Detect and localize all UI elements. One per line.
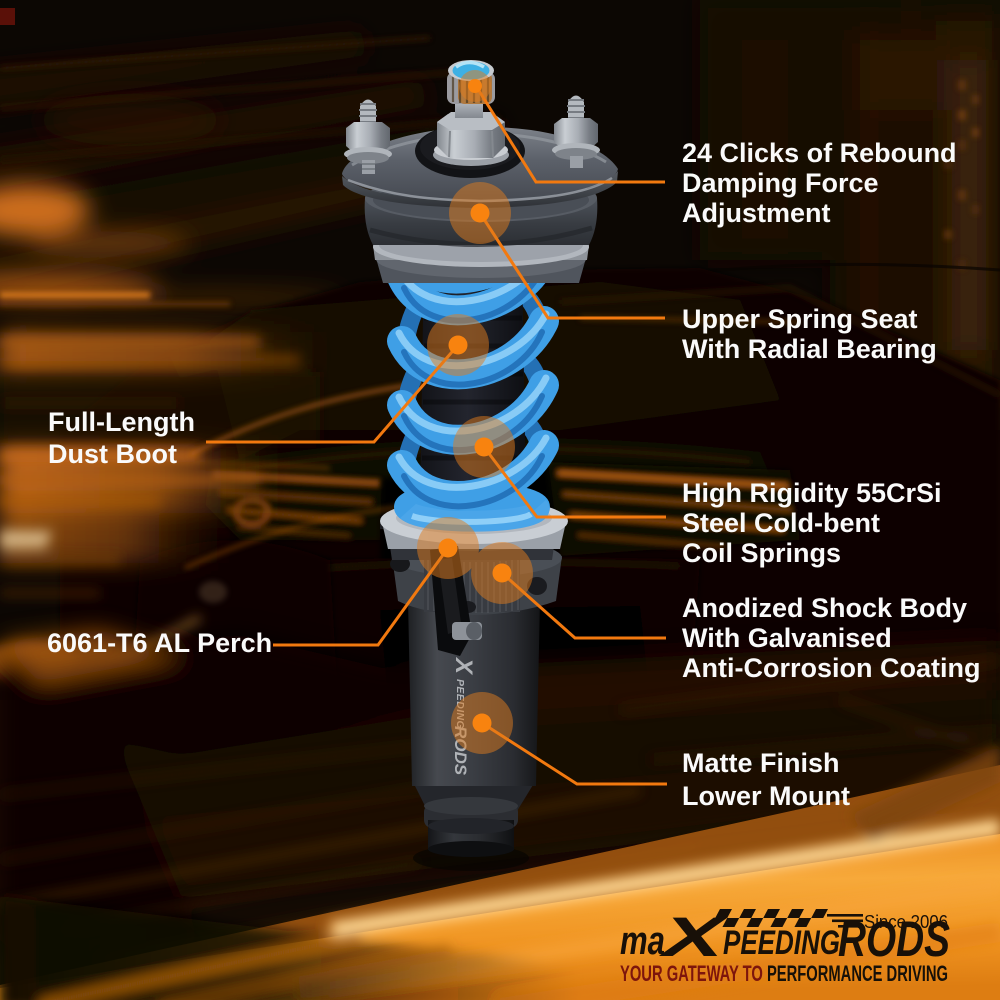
- svg-text:Steel Cold-bent: Steel Cold-bent: [682, 508, 880, 538]
- svg-text:With Radial Bearing: With Radial Bearing: [682, 334, 937, 364]
- svg-text:24 Clicks of Rebound: 24 Clicks of Rebound: [682, 138, 957, 168]
- svg-text:Anodized Shock Body: Anodized Shock Body: [682, 593, 967, 623]
- svg-text:Full-Length: Full-Length: [48, 407, 195, 437]
- svg-text:Upper Spring Seat: Upper Spring Seat: [682, 304, 918, 334]
- svg-text:Adjustment: Adjustment: [682, 198, 831, 228]
- svg-text:Damping Force: Damping Force: [682, 168, 879, 198]
- svg-text:PEEDING: PEEDING: [723, 924, 840, 962]
- svg-text:Anti-Corrosion Coating: Anti-Corrosion Coating: [682, 653, 980, 683]
- svg-text:ma: ma: [620, 919, 665, 963]
- svg-text:Since 2006: Since 2006: [864, 911, 948, 932]
- svg-text:X: X: [450, 656, 477, 676]
- svg-text:High Rigidity 55CrSi: High Rigidity 55CrSi: [682, 478, 942, 508]
- svg-text:Lower Mount: Lower Mount: [682, 781, 850, 811]
- svg-text:YOUR GATEWAY TO PERFORMANCE DR: YOUR GATEWAY TO PERFORMANCE DRIVING: [620, 961, 948, 986]
- svg-text:With Galvanised: With Galvanised: [682, 623, 892, 653]
- svg-text:6061-T6 AL Perch: 6061-T6 AL Perch: [47, 628, 272, 658]
- svg-text:Matte Finish: Matte Finish: [682, 748, 840, 778]
- svg-text:Dust Boot: Dust Boot: [48, 439, 177, 469]
- svg-text:Coil Springs: Coil Springs: [682, 538, 841, 568]
